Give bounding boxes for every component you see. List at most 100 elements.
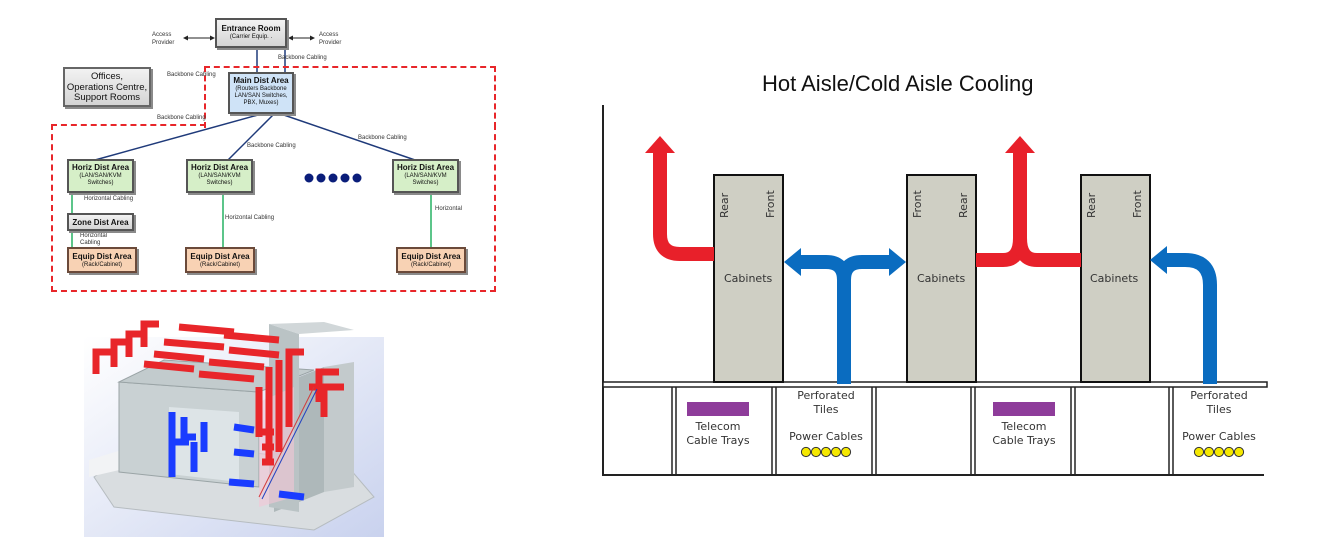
cabinet-1 [713, 174, 784, 383]
horiz-dist-title: Horiz Dist Area [396, 163, 455, 172]
label-line: Perforated [797, 389, 855, 402]
hot-air-arrow-left [653, 152, 714, 261]
cold-air-arrowhead [889, 248, 906, 276]
horizontal-label: Horizontal Cabling [80, 233, 107, 247]
cabinet-2-right-side: Rear [957, 192, 970, 218]
floor-dividers [671, 387, 1174, 475]
offices-line: Support Rooms [73, 92, 140, 103]
cabinet-3-left-side: Rear [1085, 192, 1098, 218]
power-cables-label-2: Power Cables [1182, 430, 1256, 443]
datacenter-3d-render [84, 320, 384, 537]
label-line: Cabling [80, 240, 101, 246]
power-cable [840, 446, 852, 458]
arrow-head [210, 35, 215, 41]
backbone-label: Backbone Cabling [167, 72, 216, 78]
horizontal-label: Horizontal Cabling [225, 215, 275, 221]
cabinet-3-right-side: Front [1131, 190, 1144, 218]
cooling-title: Hot Aisle/Cold Aisle Cooling [762, 71, 1034, 96]
zone-dist-area-box: Zone Dist Area [67, 213, 134, 231]
backbone-line [277, 112, 416, 161]
cold-arrow [228, 478, 255, 488]
cold-air-arrowhead [1150, 246, 1167, 274]
cabinet-1-label: Cabinets [724, 272, 773, 285]
pipe [258, 386, 315, 498]
main-dist-sub: PBX, Muxes) [243, 100, 279, 106]
hot-air-arrowhead [645, 136, 675, 153]
telecom-cable-tray-1 [687, 402, 749, 416]
hot-arrow [320, 383, 344, 417]
horiz-dist-title: Horiz Dist Area [190, 163, 249, 172]
hot-arrow [228, 346, 280, 359]
hot-arrow [178, 323, 235, 336]
horiz-dist-sub: (LAN/SAN/KVM [79, 173, 122, 179]
hot-arrow [140, 320, 159, 347]
entrance-room-sub: (Carrier Equip. . [229, 34, 273, 40]
hot-arrow [315, 368, 339, 402]
label-line: Perforated [1190, 389, 1248, 402]
cold-air-arrows [168, 412, 305, 501]
label-line: Horizontal [80, 233, 108, 239]
perforated-tiles-label-1: Perforated Tiles [779, 389, 873, 417]
arrow-head [288, 35, 293, 41]
ellipsis-dot [304, 173, 314, 183]
power-cables-1 [800, 446, 852, 458]
cold-arrow [233, 423, 255, 434]
power-cable [800, 446, 812, 458]
label-line: Tiles [813, 403, 839, 416]
cabinet-2 [906, 174, 977, 383]
power-cable [1193, 446, 1205, 458]
backbone-label: Backbone Cabling [278, 55, 327, 61]
power-cable [1223, 446, 1235, 458]
label-line: Telecom [1001, 420, 1047, 433]
hot-air-arrow-center-right [1013, 237, 1081, 267]
boundary-dashed-step [51, 124, 206, 126]
horiz-dist-sub: Switches) [412, 180, 439, 186]
ellipsis-dot [340, 173, 350, 183]
backbone-line [227, 112, 276, 161]
telecom-cable-tray-2 [993, 402, 1055, 416]
equip-dist-sub: (Rack/Cabinet) [81, 262, 122, 268]
equip-dist-sub: (Rack/Cabinet) [410, 262, 451, 268]
equip-dist-area-box: Equip Dist Area (Rack/Cabinet) [67, 247, 137, 273]
ellipsis-dot [316, 173, 326, 183]
horiz-dist-sub: Switches) [87, 180, 114, 186]
hot-arrow [208, 358, 265, 371]
hot-arrow [285, 348, 304, 427]
label-line: Access [152, 32, 172, 38]
backbone-label: Backbone Cabling [247, 143, 296, 149]
hot-arrow [163, 338, 225, 351]
cabinet-1-right-side: Front [764, 190, 777, 218]
cabinet-2-left-side: Front [911, 190, 924, 218]
horiz-dist-sub: Switches) [206, 180, 233, 186]
cold-air-arrow-center [800, 255, 851, 384]
equip-dist-area-box: Equip Dist Area (Rack/Cabinet) [396, 247, 466, 273]
cabinet-3 [1080, 174, 1151, 383]
cold-arrow [278, 490, 305, 501]
hot-arrow [110, 338, 129, 367]
label-line: Access [319, 32, 339, 38]
right-cabinet-top [269, 322, 354, 334]
arrow-head [183, 35, 188, 41]
power-cable [830, 446, 842, 458]
hot-arrow [198, 370, 255, 383]
pipe [261, 388, 318, 500]
telecom-label-2: Telecom Cable Trays [986, 420, 1062, 448]
horizontal-label: Horizontal Cabling [84, 196, 134, 202]
perforated-tiles-label-2: Perforated Tiles [1173, 389, 1265, 417]
equip-dist-title: Equip Dist Area [72, 252, 132, 261]
hot-arrow [153, 350, 205, 363]
ellipsis-dot [328, 173, 338, 183]
power-cable [810, 446, 822, 458]
offices-box: Offices, Operations Centre, Support Room… [63, 67, 151, 107]
main-dist-sub: LAN/SAN Switches, [234, 93, 288, 99]
hot-air-arrowhead [1005, 136, 1035, 153]
hot-arrow [125, 330, 144, 357]
cabinet-3-label: Cabinets [1090, 272, 1139, 285]
cold-air-arrowhead [784, 248, 801, 276]
main-dist-area-box: Main Dist Area (Routers Backbone LAN/SAN… [228, 72, 294, 114]
horiz-dist-title: Horiz Dist Area [71, 163, 130, 172]
label-line: Cable Trays [992, 434, 1056, 447]
offices-line: Operations Centre, [66, 81, 148, 93]
topology-lines [71, 35, 432, 248]
